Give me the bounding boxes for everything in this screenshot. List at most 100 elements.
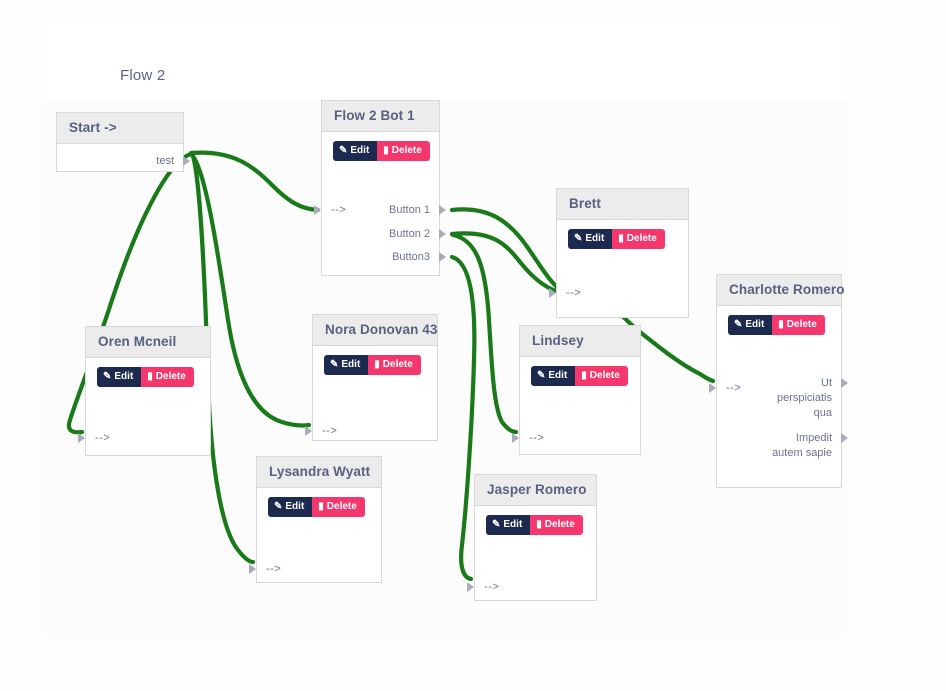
node-flow2bot1[interactable]: Flow 2 Bot 1 ✎Edit▮Delete --> Button 1 B…: [314, 100, 446, 276]
port-marker-in: [78, 433, 85, 443]
trash-icon: ▮: [318, 501, 324, 512]
node-nora-donovan-43[interactable]: Nora Donovan 43 ✎Edit▮Delete -->: [305, 314, 438, 441]
port-out-button-2[interactable]: Button 2: [389, 228, 430, 240]
delete-button-label: Delete: [544, 519, 575, 530]
port-marker-out-1: [841, 378, 848, 388]
port-marker-in: [512, 433, 519, 443]
port-in-arrow[interactable]: -->: [484, 581, 500, 593]
port-out-impedit-autem-sapie[interactable]: Impedit autem sapie: [772, 432, 832, 459]
node-charlotte-romero[interactable]: Charlotte Romero ✎Edit▮Delete --> Ut per…: [709, 274, 848, 488]
port-out-button-3[interactable]: Button3: [392, 251, 430, 263]
node-start-body: test: [57, 144, 190, 171]
edit-button[interactable]: ✎Edit: [324, 355, 369, 375]
node-flow2bot1-body: ✎Edit▮Delete --> Button 1 Button 2 Butto…: [314, 132, 446, 275]
port-marker-out-2: [439, 229, 446, 239]
node-start-title: Start ->: [57, 113, 183, 144]
edit-button-label: Edit: [341, 359, 361, 370]
node-charlotte-romero-title: Charlotte Romero: [717, 275, 845, 306]
node-actions: ✎Edit▮Delete: [257, 488, 381, 517]
trash-icon: ▮: [374, 359, 380, 370]
pencil-square-icon: ✎: [103, 371, 112, 382]
node-nora-donovan-43-title: Nora Donovan 43: [313, 315, 437, 346]
node-brett-body: ✎Edit▮Delete -->: [549, 220, 688, 317]
node-actions: ✎Edit▮Delete: [313, 346, 437, 375]
node-jasper-romero-title: Jasper Romero: [475, 475, 596, 506]
port-marker-in: [549, 288, 556, 298]
edit-button-label: Edit: [585, 233, 605, 244]
delete-button-label: Delete: [382, 359, 413, 370]
port-marker-in: [305, 426, 312, 436]
port-in-arrow[interactable]: -->: [331, 204, 347, 216]
node-lindsey-body: ✎Edit▮Delete -->: [512, 357, 640, 454]
node-lysandra-wyatt-title: Lysandra Wyatt: [257, 457, 381, 488]
delete-button[interactable]: ▮Delete: [312, 497, 365, 517]
node-brett[interactable]: Brett ✎Edit▮Delete -->: [549, 188, 689, 318]
port-in-arrow[interactable]: -->: [529, 432, 545, 444]
port-marker-in: [467, 582, 474, 592]
edit-button[interactable]: ✎Edit: [268, 497, 313, 517]
node-flow2bot1-title: Flow 2 Bot 1: [322, 101, 439, 132]
edit-button[interactable]: ✎Edit: [531, 366, 576, 386]
delete-button[interactable]: ▮Delete: [772, 315, 825, 335]
node-actions: ✎Edit▮Delete: [520, 357, 640, 386]
trash-icon: ▮: [383, 145, 389, 156]
port-in-arrow[interactable]: -->: [95, 432, 111, 444]
delete-button[interactable]: ▮Delete: [141, 367, 194, 387]
edit-button[interactable]: ✎Edit: [486, 515, 531, 535]
port-in-arrow[interactable]: -->: [566, 287, 582, 299]
node-lysandra-wyatt[interactable]: Lysandra Wyatt ✎Edit▮Delete -->: [249, 456, 382, 583]
node-brett-title: Brett: [557, 189, 688, 220]
edit-button[interactable]: ✎Edit: [333, 141, 378, 161]
delete-button-label: Delete: [626, 233, 657, 244]
delete-button[interactable]: ▮Delete: [612, 229, 665, 249]
node-oren-mcneil-title: Oren Mcneil: [86, 327, 210, 358]
node-nora-donovan-43-body: ✎Edit▮Delete -->: [305, 346, 437, 440]
trash-icon: ▮: [147, 371, 153, 382]
edit-button[interactable]: ✎Edit: [728, 315, 773, 335]
port-in-arrow[interactable]: -->: [322, 425, 338, 437]
edit-button-label: Edit: [350, 145, 370, 156]
delete-button-label: Delete: [326, 501, 357, 512]
node-jasper-romero[interactable]: Jasper Romero ✎Edit▮Delete -->: [467, 474, 597, 601]
delete-button[interactable]: ▮Delete: [377, 141, 430, 161]
node-lysandra-wyatt-body: ✎Edit▮Delete -->: [249, 488, 381, 582]
delete-button-label: Delete: [155, 371, 186, 382]
edit-button-label: Edit: [503, 519, 523, 530]
node-actions: ✎Edit▮Delete: [322, 132, 439, 161]
port-out-button-1[interactable]: Button 1: [389, 204, 430, 216]
node-lindsey[interactable]: Lindsey ✎Edit▮Delete -->: [512, 325, 641, 455]
port-out-ut-perspiciatis-qua[interactable]: Ut perspiciatis qua: [776, 377, 832, 419]
port-in-arrow[interactable]: -->: [726, 382, 742, 394]
trash-icon: ▮: [536, 519, 542, 530]
delete-button[interactable]: ▮Delete: [368, 355, 421, 375]
node-charlotte-romero-body: ✎Edit▮Delete --> Ut perspiciatis qua Imp…: [709, 306, 848, 487]
node-oren-mcneil-body: ✎Edit▮Delete -->: [78, 358, 210, 455]
node-start[interactable]: Start -> test: [56, 112, 190, 172]
edit-button[interactable]: ✎Edit: [97, 367, 142, 387]
pencil-square-icon: ✎: [492, 519, 501, 530]
pencil-square-icon: ✎: [339, 145, 348, 156]
port-marker-in: [314, 205, 321, 215]
delete-button-label: Delete: [589, 370, 620, 381]
edit-button-label: Edit: [285, 501, 305, 512]
node-actions: ✎Edit▮Delete: [86, 358, 210, 387]
pencil-square-icon: ✎: [734, 319, 743, 330]
port-out-test[interactable]: test: [156, 155, 174, 167]
port-marker-in: [709, 383, 716, 393]
pencil-square-icon: ✎: [274, 501, 283, 512]
edit-button-label: Edit: [114, 371, 134, 382]
edit-button-label: Edit: [745, 319, 765, 330]
node-jasper-romero-body: ✎Edit▮Delete -->: [467, 506, 596, 600]
node-oren-mcneil[interactable]: Oren Mcneil ✎Edit▮Delete -->: [78, 326, 211, 456]
delete-button-label: Delete: [786, 319, 817, 330]
port-in-arrow[interactable]: -->: [266, 563, 282, 575]
port-marker-out: [183, 156, 190, 166]
delete-button[interactable]: ▮Delete: [530, 515, 583, 535]
port-marker-in: [249, 564, 256, 574]
node-actions: ✎Edit▮Delete: [557, 220, 688, 249]
flow-header-panel: Flow 2: [45, 22, 846, 100]
edit-button[interactable]: ✎Edit: [568, 229, 613, 249]
delete-button[interactable]: ▮Delete: [575, 366, 628, 386]
pencil-square-icon: ✎: [537, 370, 546, 381]
